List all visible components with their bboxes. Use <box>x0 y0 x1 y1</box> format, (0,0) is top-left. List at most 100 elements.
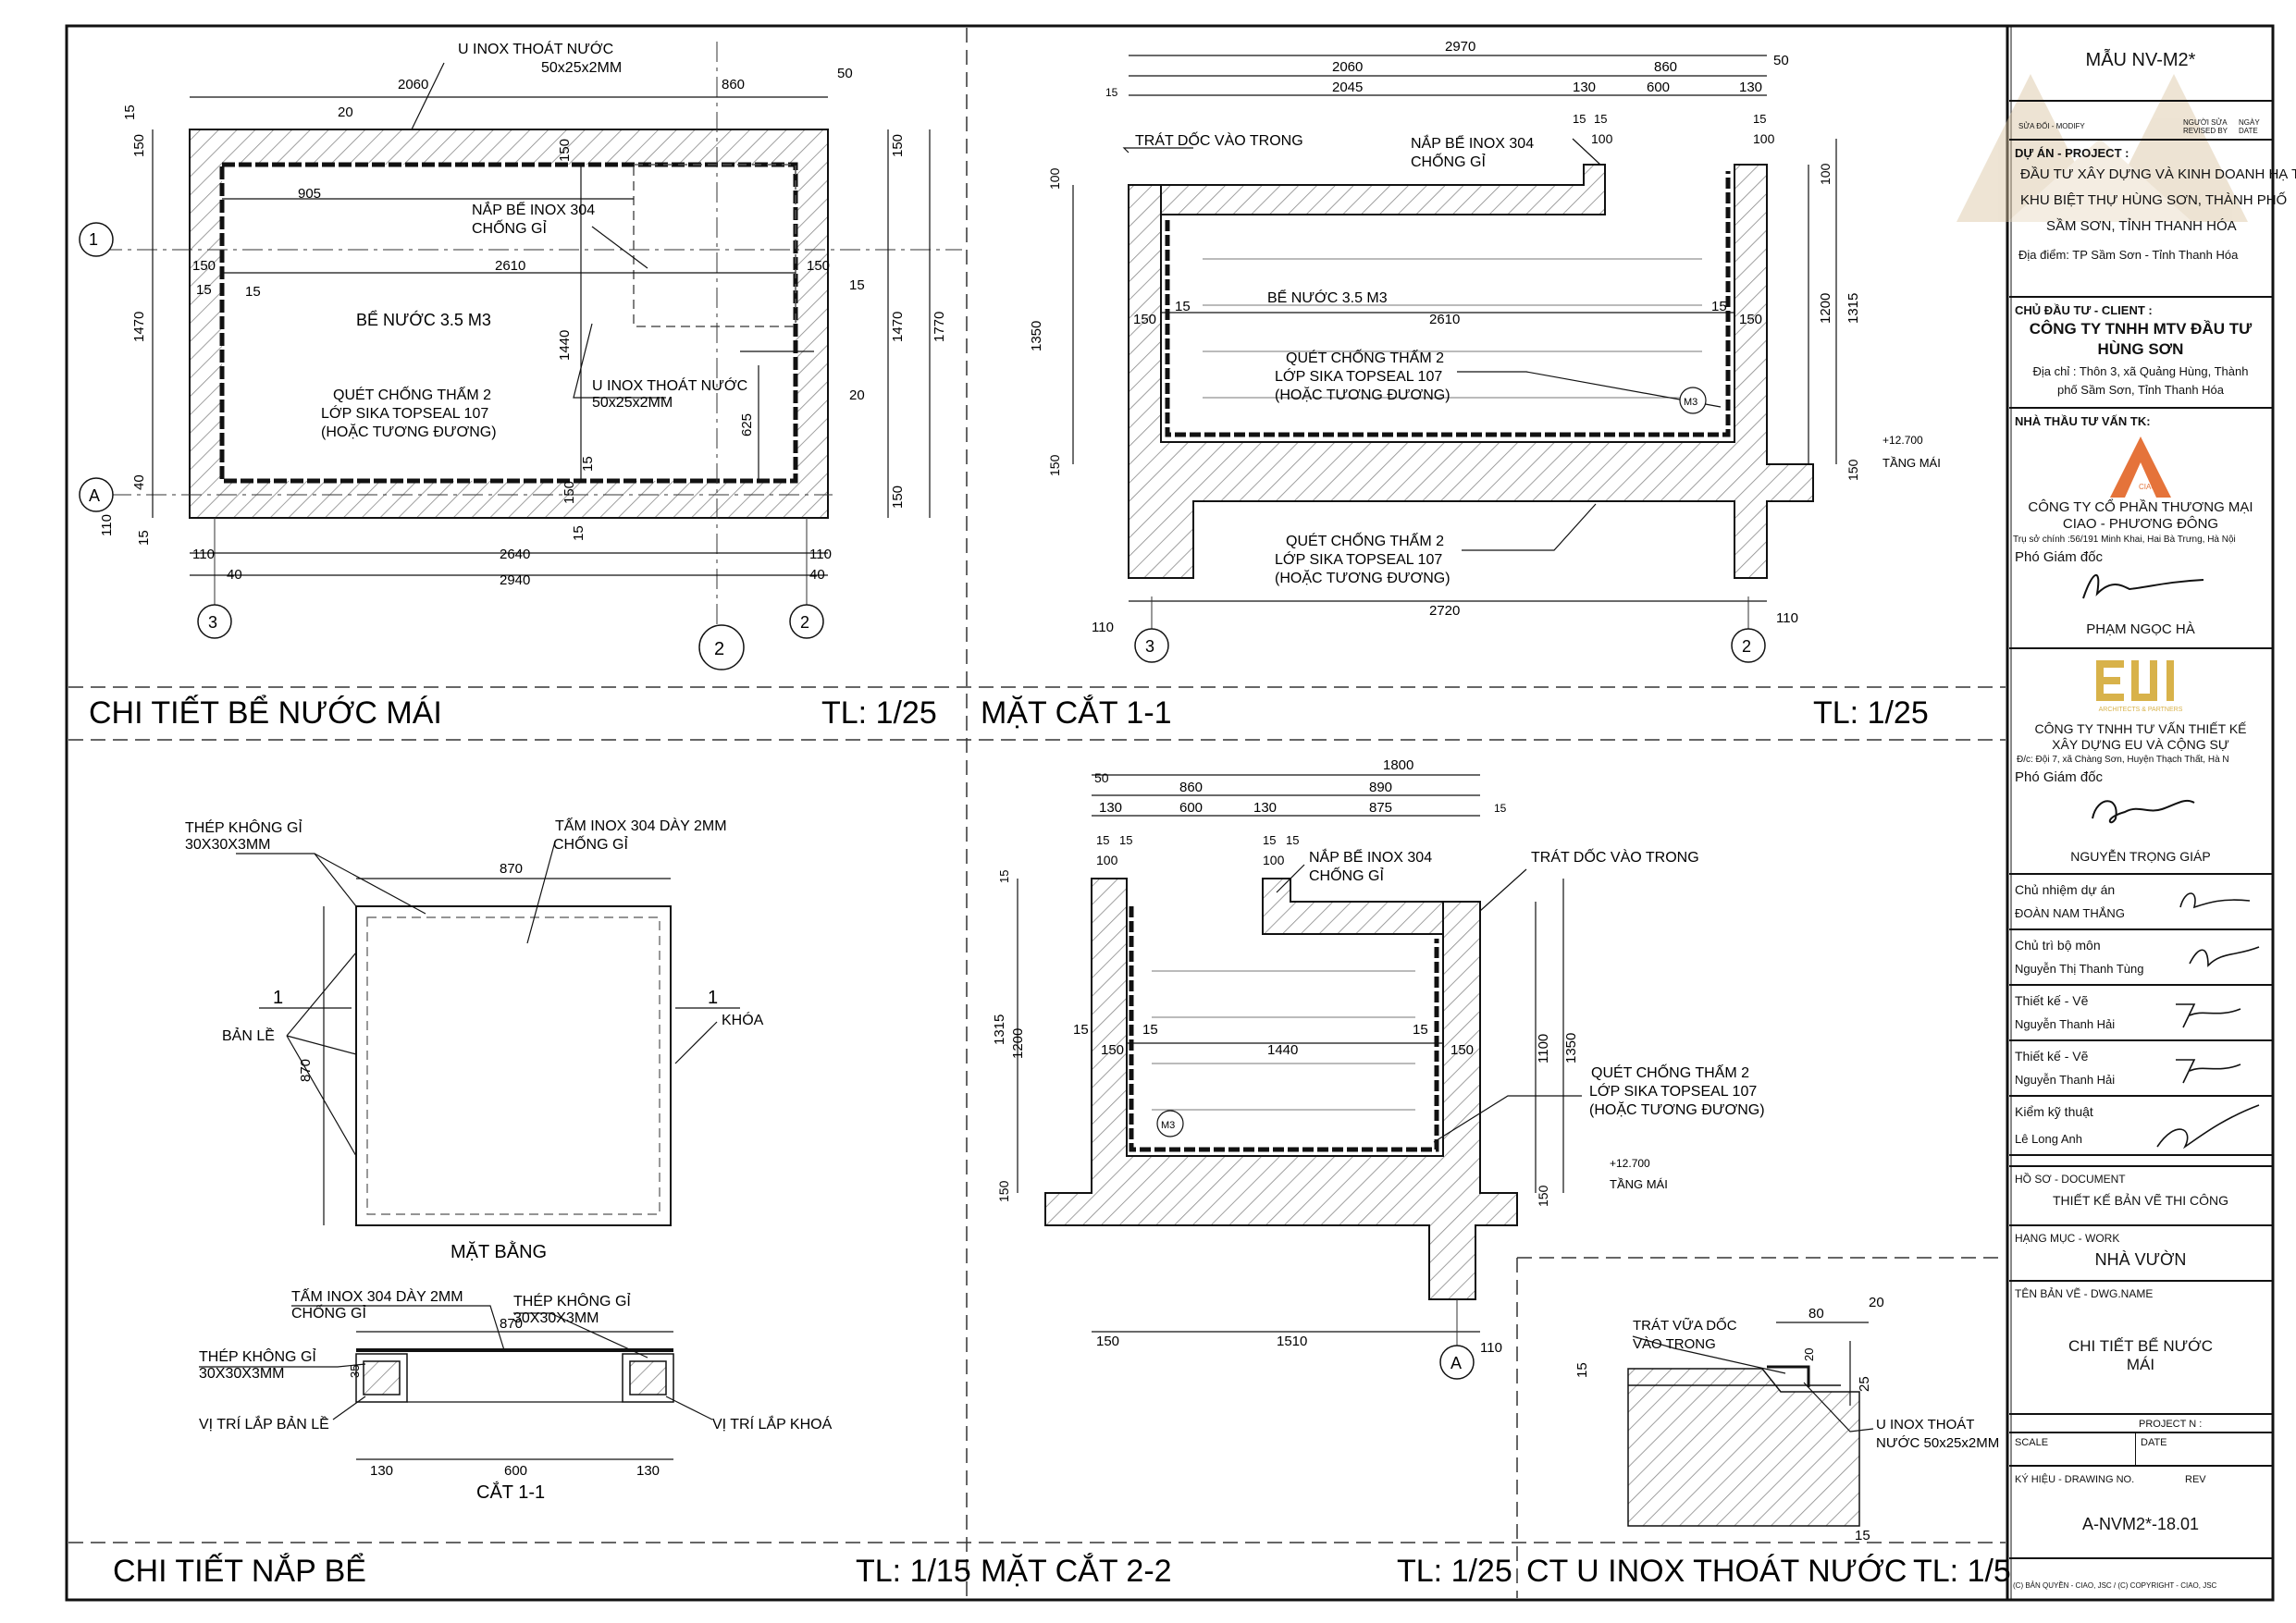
plan-title: CHI TIẾT BỂ NƯỚC MÁI <box>89 695 442 731</box>
svg-text:30X30X3MM: 30X30X3MM <box>199 1366 285 1382</box>
plan-label-5: U INOX THOÁT NƯỚC <box>592 376 747 394</box>
plan-label-3: CHỐNG GỈ <box>472 218 547 237</box>
section22-title: MẶT CẮT 2-2 <box>981 1554 1172 1589</box>
svg-text:LỚP SIKA TOPSEAL 107: LỚP SIKA TOPSEAL 107 <box>1589 1082 1757 1100</box>
svg-text:15: 15 <box>1753 112 1766 126</box>
svg-text:NẮP BỂ INOX 304: NẮP BỂ INOX 304 <box>1309 848 1432 866</box>
svg-text:2970: 2970 <box>1445 39 1475 55</box>
svg-text:NẮP BỂ INOX 304: NẮP BỂ INOX 304 <box>1411 134 1534 152</box>
svg-text:110: 110 <box>1480 1340 1502 1356</box>
tb-revision-cell: SỬA ĐỔI - MODIFY NGƯỜI SỬA REVISED BY NG… <box>2009 102 2272 141</box>
svg-text:TRÁT VỮA DỐC: TRÁT VỮA DỐC <box>1633 1317 1737 1334</box>
svg-text:15: 15 <box>196 282 212 298</box>
drain-title: CT U INOX THOÁT NƯỚC <box>1526 1554 1907 1589</box>
svg-text:150: 150 <box>557 139 573 162</box>
title-block: MẪU NV-M2* SỬA ĐỔI - MODIFY NGƯỜI SỬA RE… <box>2009 28 2296 1600</box>
svg-text:110: 110 <box>1776 610 1798 626</box>
tb-template-cell: MẪU NV-M2* <box>2009 28 2272 102</box>
svg-text:15: 15 <box>136 530 152 546</box>
svg-text:130: 130 <box>1099 800 1122 816</box>
svg-text:2: 2 <box>1742 637 1751 656</box>
signature-7-icon <box>2156 1104 2260 1150</box>
drain-drawing: TRÁT VỮA DỐC VÀO TRONG U INOX THOÁT NƯỚC… <box>1574 1295 1999 1543</box>
svg-text:600: 600 <box>504 1463 527 1479</box>
svg-text:(HOẶC TƯƠNG ĐƯƠNG): (HOẶC TƯƠNG ĐƯƠNG) <box>1275 569 1450 586</box>
svg-text:TẦNG MÁI: TẦNG MÁI <box>1882 456 1941 470</box>
svg-text:110: 110 <box>1092 620 1114 635</box>
svg-text:1200: 1200 <box>1818 293 1833 324</box>
svg-text:15: 15 <box>1175 299 1191 314</box>
svg-text:15: 15 <box>1286 833 1299 847</box>
tb-client-cell: CHỦ ĐẦU TƯ - CLIENT : CÔNG TY TNHH MTV Đ… <box>2009 298 2272 409</box>
svg-text:2060: 2060 <box>398 77 428 92</box>
svg-text:15: 15 <box>1073 1022 1089 1038</box>
svg-text:M3: M3 <box>1684 397 1697 408</box>
tb-staff-2: Thiết kế - Vẽ Nguyễn Thanh Hải <box>2009 986 2272 1041</box>
svg-text:15: 15 <box>1594 112 1607 126</box>
lid-title: CHI TIẾT NẮP BỂ <box>113 1554 366 1589</box>
svg-text:870: 870 <box>500 861 523 877</box>
svg-text:KHÓA: KHÓA <box>722 1011 764 1028</box>
signature-3-icon <box>2179 892 2251 909</box>
svg-text:15: 15 <box>1574 1362 1590 1378</box>
eu-logo-icon <box>2096 660 2174 701</box>
signature-6-icon <box>2176 1059 2241 1084</box>
svg-text:600: 600 <box>1179 800 1203 816</box>
svg-text:15: 15 <box>1142 1022 1158 1038</box>
svg-text:905: 905 <box>298 186 321 202</box>
svg-text:150: 150 <box>1133 312 1156 327</box>
svg-text:NƯỚC 50x25x2MM: NƯỚC 50x25x2MM <box>1876 1435 1999 1451</box>
svg-text:3: 3 <box>1145 637 1154 656</box>
tb-staff-1: Chủ trì bộ môn Nguyễn Thị Thanh Tùng <box>2009 930 2272 986</box>
svg-text:15: 15 <box>1494 802 1507 815</box>
sheet-border <box>65 24 2275 1602</box>
svg-text:CHỐNG GỈ: CHỐNG GỈ <box>291 1303 366 1322</box>
svg-text:15: 15 <box>1096 833 1109 847</box>
svg-text:(HOẶC TƯƠNG ĐƯƠNG): (HOẶC TƯƠNG ĐƯƠNG) <box>1275 386 1450 403</box>
svg-text:15: 15 <box>1413 1022 1428 1038</box>
svg-text:150: 150 <box>562 481 577 504</box>
svg-text:870: 870 <box>298 1059 314 1082</box>
tb-project-cell: DỰ ÁN - PROJECT : ĐẦU TƯ XÂY DỰNG VÀ KIN… <box>2009 141 2296 298</box>
svg-text:1470: 1470 <box>890 312 906 342</box>
svg-text:QUÉT CHỐNG THẤM 2: QUÉT CHỐNG THẤM 2 <box>1591 1063 1749 1081</box>
svg-text:860: 860 <box>1654 59 1677 75</box>
tb-drawingno-cell: KÝ HIỆU - DRAWING NO. REV A-NVM2*-18.01 <box>2009 1467 2272 1559</box>
svg-text:1100: 1100 <box>1536 1034 1551 1064</box>
svg-text:CHỐNG GỈ: CHỐNG GỈ <box>1411 152 1486 170</box>
svg-text:80: 80 <box>1808 1306 1824 1322</box>
signature-2-icon <box>2092 799 2195 824</box>
svg-text:CẮT 1-1: CẮT 1-1 <box>476 1481 545 1503</box>
svg-text:1440: 1440 <box>1267 1042 1298 1058</box>
svg-text:150: 150 <box>1047 454 1062 476</box>
svg-text:1440: 1440 <box>557 330 573 361</box>
svg-text:150: 150 <box>890 134 906 157</box>
svg-text:CHỐNG GỈ: CHỐNG GỈ <box>1309 866 1384 884</box>
svg-text:LỚP SIKA TOPSEAL 107: LỚP SIKA TOPSEAL 107 <box>1275 550 1442 568</box>
tb-scale-cell: SCALE DATE <box>2009 1433 2272 1467</box>
svg-text:110: 110 <box>192 547 215 562</box>
svg-text:2045: 2045 <box>1332 80 1363 95</box>
plan-label-6: 50x25x2MM <box>592 395 673 411</box>
svg-text:150: 150 <box>996 1180 1011 1202</box>
lid-drawing: THÉP KHÔNG GỈ 30X30X3MM TẤM INOX 304 DÀY… <box>185 817 833 1503</box>
svg-text:3: 3 <box>208 613 217 632</box>
svg-text:2060: 2060 <box>1332 59 1363 75</box>
svg-text:1: 1 <box>89 230 98 249</box>
svg-text:M3: M3 <box>1161 1120 1175 1131</box>
svg-text:VỊ TRÍ LẮP KHOÁ: VỊ TRÍ LẮP KHOÁ <box>712 1415 833 1432</box>
svg-text:2: 2 <box>800 613 809 632</box>
plan-label-1: 50x25x2MM <box>541 60 622 76</box>
svg-text:+12.700: +12.700 <box>1610 1157 1650 1170</box>
svg-text:870: 870 <box>500 1316 523 1332</box>
svg-text:150: 150 <box>1845 459 1860 481</box>
svg-text:150: 150 <box>192 258 216 274</box>
svg-text:1350: 1350 <box>1563 1033 1579 1064</box>
svg-text:625: 625 <box>739 413 755 436</box>
svg-text:150: 150 <box>1536 1185 1550 1207</box>
svg-text:1200: 1200 <box>1010 1028 1026 1059</box>
svg-text:130: 130 <box>1253 800 1277 816</box>
svg-text:15: 15 <box>1263 833 1276 847</box>
svg-text:130: 130 <box>370 1463 393 1479</box>
svg-text:110: 110 <box>809 547 832 562</box>
